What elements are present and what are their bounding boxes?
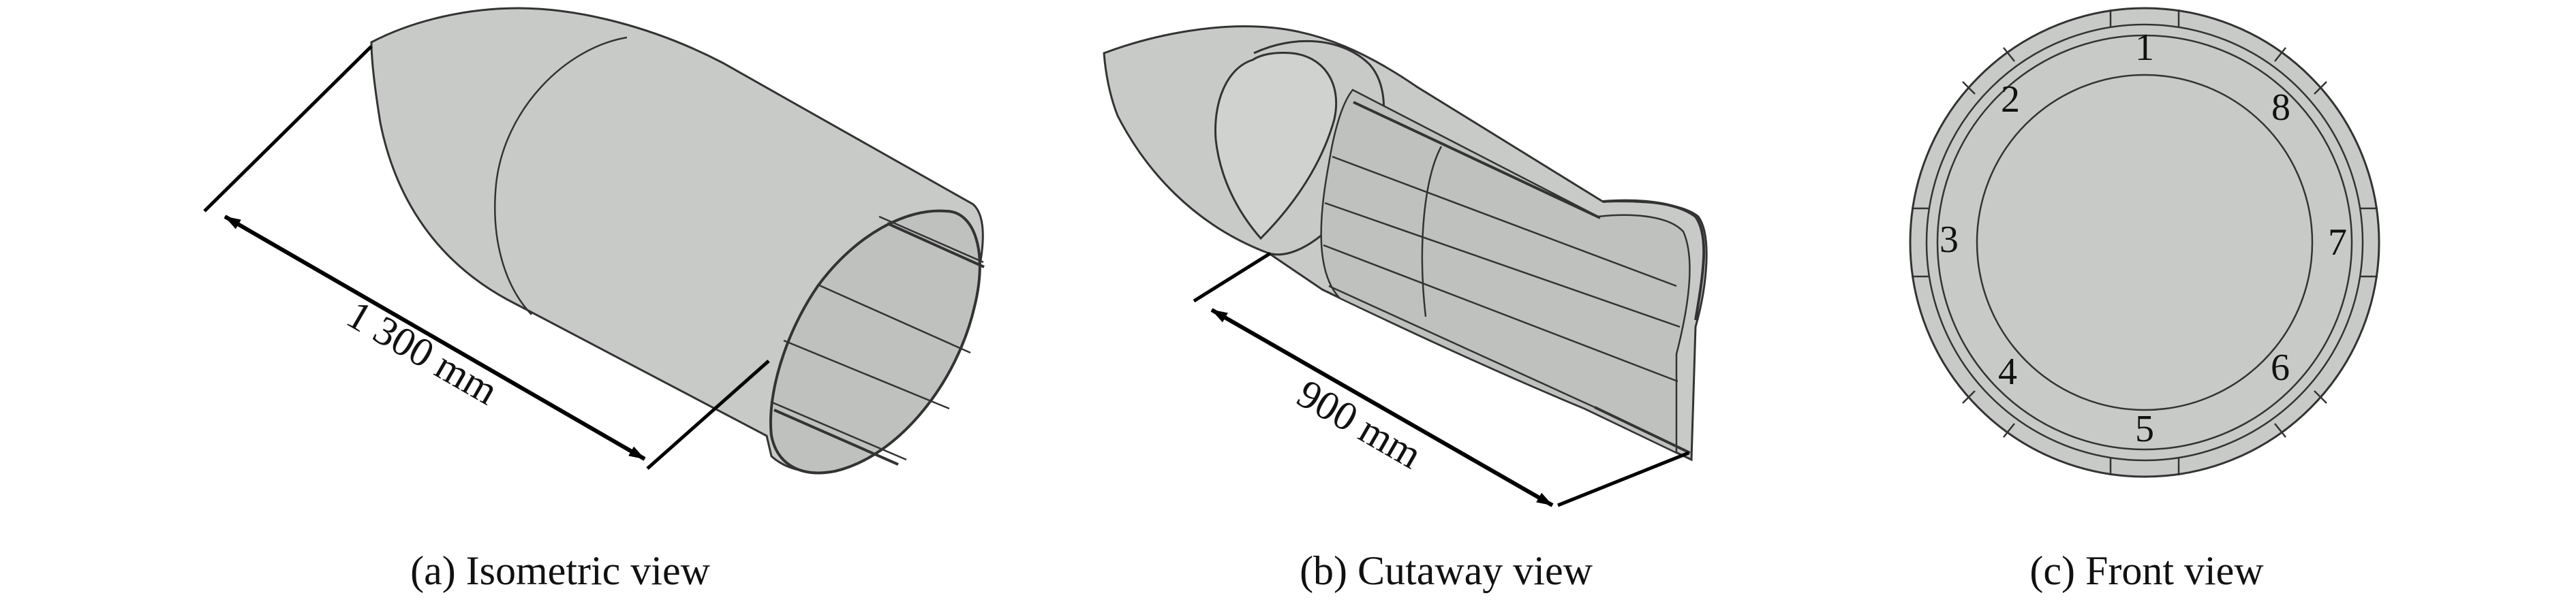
panel-cutaway: 900 mm <box>1103 25 1708 507</box>
segment-number-8: 8 <box>2271 86 2290 129</box>
front-inner-disc <box>1976 74 2314 411</box>
isometric-inner-slats <box>770 215 985 466</box>
segment-number-6: 6 <box>2271 347 2290 389</box>
cutaway-nose-cavity <box>1214 52 1338 240</box>
segment-number-4: 4 <box>1998 351 2017 393</box>
segment-number-2: 2 <box>2001 78 2020 121</box>
front-segment-numbers: 1 2 3 4 5 6 7 8 <box>1939 27 2347 450</box>
caption-isometric-view: (a) Isometric view <box>410 548 710 593</box>
isometric-dimension-label: 1 300 mm <box>339 291 506 413</box>
caption-front-view: (c) Front view <box>2029 548 2264 593</box>
isometric-open-end <box>769 209 981 475</box>
segment-number-5: 5 <box>2135 408 2154 450</box>
front-segment-band <box>1925 23 2364 462</box>
front-segment-dividers <box>1912 10 2378 475</box>
segment-number-1: 1 <box>2135 27 2154 69</box>
segment-number-7: 7 <box>2328 221 2347 264</box>
cutaway-dimension-arrow <box>1210 308 1554 507</box>
segment-number-3: 3 <box>1939 219 1959 261</box>
panel-front: 1 2 3 4 5 6 7 8 <box>1909 7 2380 478</box>
panel-isometric: 1 300 mm <box>203 7 985 475</box>
front-middle-ring <box>1936 34 2353 451</box>
caption-cutaway-view: (b) Cutaway view <box>1300 548 1593 593</box>
cutaway-rear-cap <box>1602 199 1706 321</box>
isometric-dimension-arrow <box>224 215 646 461</box>
